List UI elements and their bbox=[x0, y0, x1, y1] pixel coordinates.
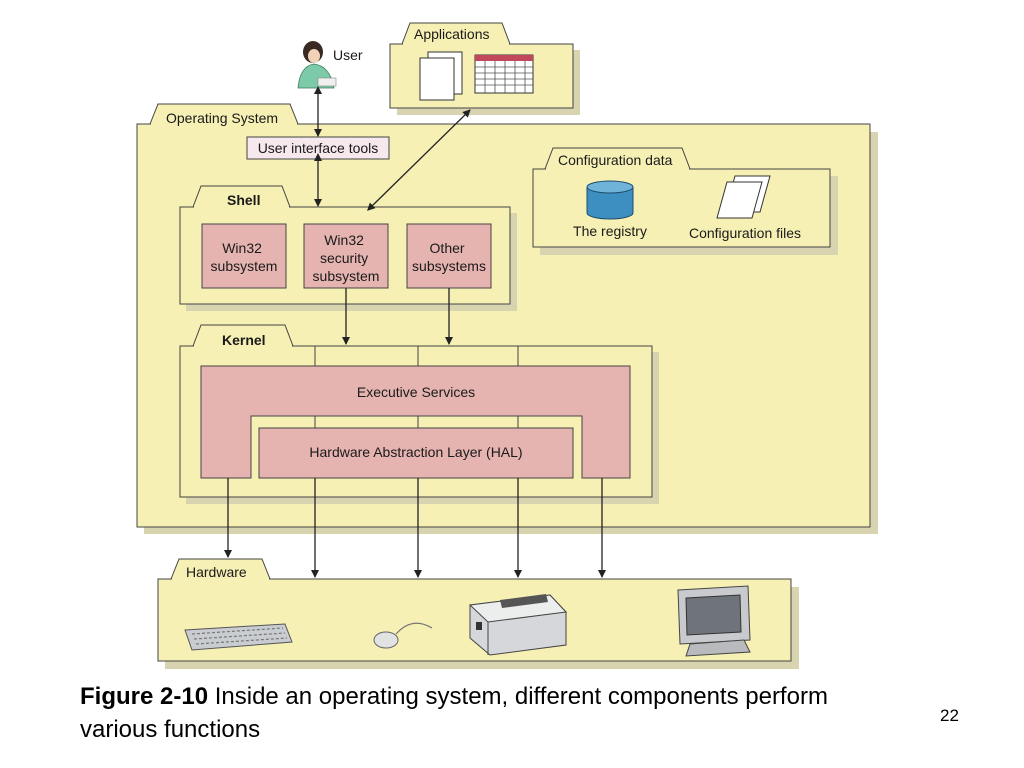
svg-text:Win32 security sub: Win32 security subsystem bbox=[313, 232, 380, 284]
other-subsystems-line-2: subsystems bbox=[412, 258, 486, 274]
page-number: 22 bbox=[940, 706, 959, 725]
executive-services-block: Executive Services bbox=[200, 365, 631, 479]
figure-label: Figure 2-10 bbox=[80, 683, 209, 710]
other-subsystems-box: Other subsystems bbox=[406, 223, 492, 289]
svg-text:Win32 subsystem: Win32 subsystem bbox=[211, 240, 278, 274]
hardware-label: Hardware bbox=[186, 564, 247, 580]
user-interface-tools-box: User interface tools bbox=[246, 136, 390, 160]
win32-subsystem-line-2: subsystem bbox=[211, 258, 278, 274]
printer-icon bbox=[468, 594, 568, 656]
config-data-label: Configuration data bbox=[558, 152, 673, 168]
kernel-label: Kernel bbox=[222, 332, 266, 348]
win32-subsystem-box: Win32 subsystem bbox=[201, 223, 287, 289]
caption-text: Inside an operating system, different co… bbox=[80, 683, 828, 743]
kernel-connectors bbox=[314, 346, 519, 366]
hal-label: Hardware Abstraction Layer (HAL) bbox=[309, 444, 522, 460]
registry-icon bbox=[586, 180, 634, 220]
configuration-data-panel: Configuration data The registry Configur… bbox=[532, 147, 838, 255]
user-icon bbox=[297, 41, 337, 89]
ui-tools-label: User interface tools bbox=[258, 140, 379, 156]
other-subsystems-line-1: Other bbox=[430, 240, 465, 256]
configuration-files-icon bbox=[716, 175, 771, 219]
registry-label: The registry bbox=[573, 223, 647, 239]
executive-services-label: Executive Services bbox=[357, 384, 475, 400]
keyboard-icon bbox=[184, 623, 293, 651]
monitor-icon bbox=[677, 585, 751, 657]
os-architecture-diagram: Operating System Applications User User … bbox=[136, 22, 878, 669]
os-label: Operating System bbox=[166, 110, 278, 126]
svg-text:Other subsystems: Other subsystems bbox=[412, 240, 486, 274]
hardware-panel: Hardware bbox=[157, 558, 799, 669]
arrows bbox=[224, 86, 606, 578]
applications-label: Applications bbox=[414, 26, 490, 42]
user-label: User bbox=[333, 47, 363, 63]
figure-caption: Figure 2-10 Inside an operating system, … bbox=[80, 680, 900, 746]
win32-security-line-2: security bbox=[320, 250, 368, 266]
win32-security-line-3: subsystem bbox=[313, 268, 380, 284]
hal-block: Hardware Abstraction Layer (HAL) bbox=[258, 427, 574, 479]
applications-to-shell-arrow bbox=[366, 109, 471, 211]
spreadsheet-icon bbox=[474, 54, 534, 94]
win32-security-line-1: Win32 bbox=[324, 232, 364, 248]
win32-security-subsystem-box: Win32 security subsystem bbox=[303, 223, 389, 289]
applications-panel: Applications bbox=[389, 22, 580, 115]
config-files-label: Configuration files bbox=[689, 225, 801, 241]
document-icon bbox=[419, 51, 463, 101]
shell-label: Shell bbox=[227, 192, 260, 208]
win32-subsystem-line-1: Win32 bbox=[222, 240, 262, 256]
mouse-icon bbox=[373, 622, 433, 649]
